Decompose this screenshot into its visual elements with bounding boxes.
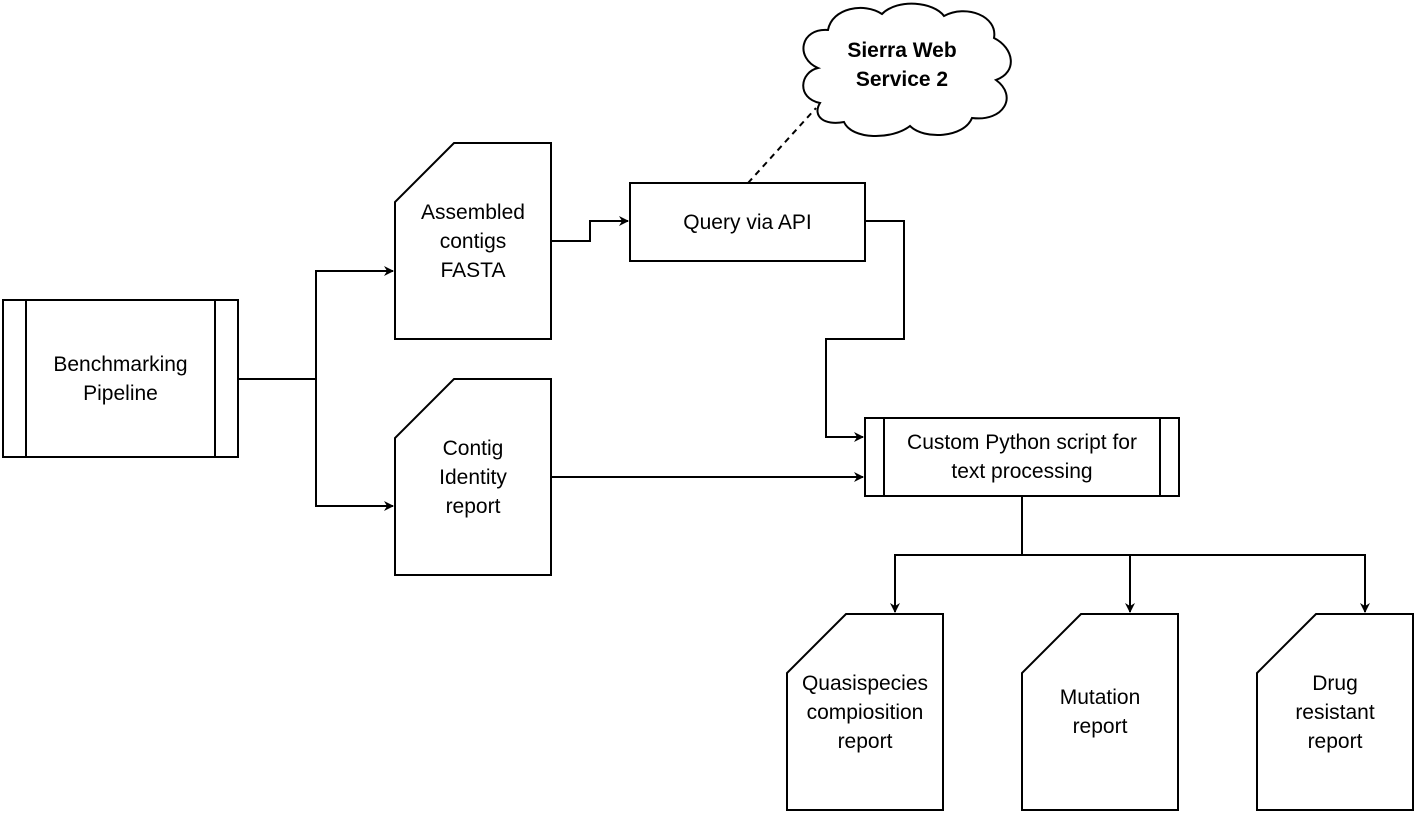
query-api-shape [629, 182, 866, 262]
edge-query-to-sierra [747, 107, 817, 184]
contig-identity-shape [394, 378, 552, 576]
drug-resistant-label: Drug resistant report [1295, 671, 1375, 753]
mutation-label: Mutation report [1059, 686, 1141, 738]
quasispecies-label: Quasispecies compiosition report [801, 671, 929, 753]
assembled-contigs-shape [394, 142, 552, 340]
edge-pipeline-to-identity [315, 379, 394, 511]
mutation-shape [1021, 613, 1179, 811]
quasispecies-shape [786, 613, 944, 811]
sierra-label: Sierra Web Service 2 [847, 39, 957, 91]
python-script-label: Custom Python script for text processing [907, 431, 1137, 483]
drug-resistant-shape [1256, 613, 1414, 811]
benchmarking-pipeline-shape [2, 299, 239, 458]
edge-script-to-mutation [1022, 554, 1135, 613]
edge-query-to-script [825, 220, 905, 442]
edge-pipeline-to-contigs [238, 266, 394, 380]
assembled-contigs-label: Assembled contigs FASTA [421, 200, 525, 282]
query-api-label: Query via API [683, 210, 812, 234]
edge-script-to-drug [1130, 554, 1370, 613]
sierra-cloud-shape [802, 2, 1012, 137]
benchmarking-pipeline-label: Benchmarking Pipeline [53, 352, 188, 405]
contig-identity-label: Contig Identity report [439, 436, 507, 518]
edge-contigs-to-query [551, 216, 629, 242]
edge-script-to-quasispecies [890, 496, 1023, 613]
